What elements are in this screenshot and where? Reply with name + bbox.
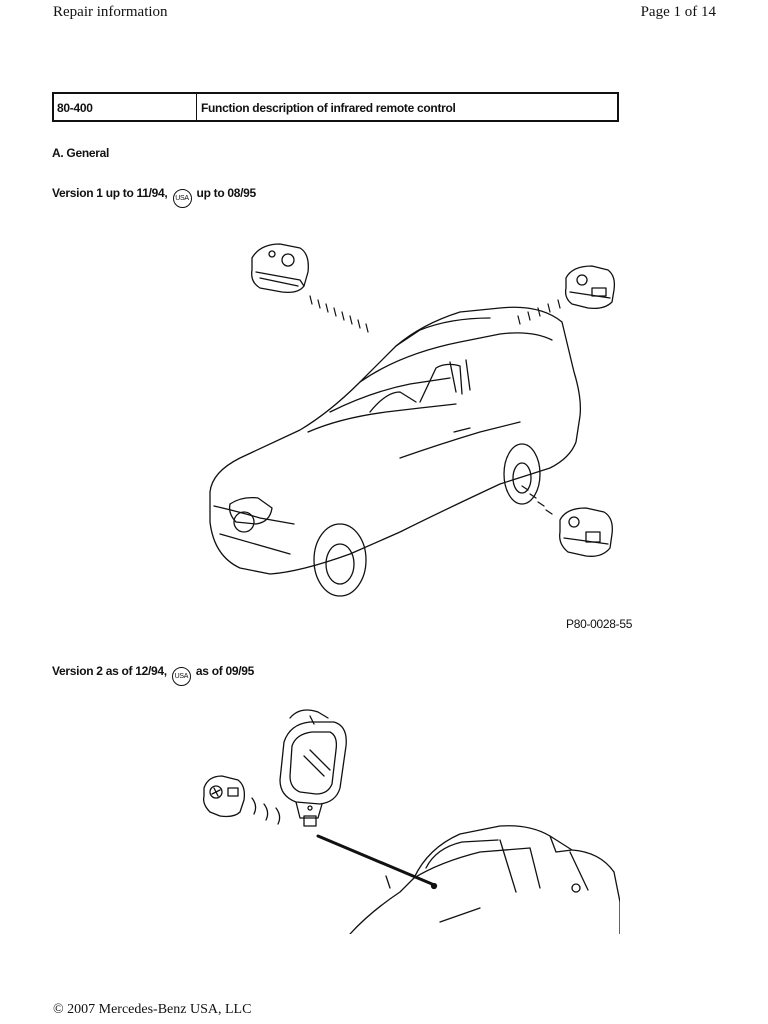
infrared-signal-lines: [251, 797, 281, 825]
version2-prefix: Version 2 as of 12/94,: [52, 664, 167, 678]
version2-heading: Version 2 as of 12/94, USA as of 09/95: [52, 664, 254, 686]
figure-version2-illustration: [200, 702, 620, 934]
remote-key-icon: [559, 507, 613, 557]
figure-caption: P80-0028-55: [566, 617, 633, 631]
remote-key-icon: [564, 265, 616, 310]
figure-version1-illustration: [200, 222, 620, 617]
footer-copyright: © 2007 Mercedes-Benz USA, LLC: [53, 1002, 252, 1017]
car-illustration: [349, 825, 620, 934]
document-code: 80-400: [54, 94, 197, 120]
usa-badge-icon: USA: [172, 189, 192, 208]
version2-suffix: as of 09/95: [195, 664, 254, 678]
infrared-signal-lines: [309, 295, 561, 515]
car-illustration: [209, 306, 582, 597]
section-heading-general: A. General: [52, 146, 110, 160]
rearview-mirror-icon: [279, 709, 347, 827]
version1-heading: Version 1 up to 11/94, USA up to 08/95: [52, 186, 256, 208]
page-counter: Page 1 of 14: [640, 4, 716, 20]
remote-key-icon: [251, 243, 309, 294]
version1-prefix: Version 1 up to 11/94,: [52, 186, 168, 200]
header-title: Repair information: [53, 4, 168, 20]
usa-badge-icon: USA: [171, 667, 191, 686]
version1-suffix: up to 08/95: [196, 186, 257, 200]
document-title: Function description of infrared remote …: [201, 101, 456, 115]
document-title-table: 80-400 Function description of infrared …: [52, 92, 619, 122]
remote-key-icon: [202, 775, 246, 818]
